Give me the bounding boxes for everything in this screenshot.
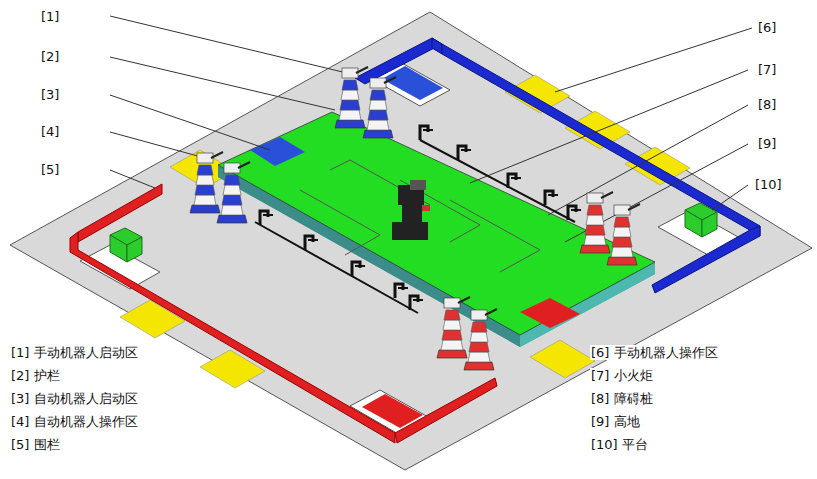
torch bbox=[217, 162, 250, 223]
callout-number: [4] bbox=[40, 124, 60, 139]
key-entry: [7] 小火炬 bbox=[590, 368, 654, 383]
key-entry: [4] 自动机器人操作区 bbox=[10, 414, 139, 429]
key-entry: [9] 高地 bbox=[590, 414, 641, 429]
obstacle-post bbox=[395, 284, 408, 298]
key-entry: [6] 手动机器人操作区 bbox=[590, 345, 719, 360]
torch bbox=[363, 77, 396, 138]
torch bbox=[580, 192, 613, 253]
obstacle-post bbox=[410, 296, 423, 310]
obstacle-post bbox=[508, 174, 521, 188]
callout-number: [5] bbox=[40, 162, 60, 177]
key-entry: [10] 平台 bbox=[590, 437, 649, 452]
obstacle-post bbox=[568, 206, 581, 220]
key-entry: [2] 护栏 bbox=[10, 368, 61, 383]
torch bbox=[190, 152, 223, 213]
obstacle-post bbox=[458, 146, 471, 160]
key-entry: [3] 自动机器人启动区 bbox=[10, 391, 139, 406]
key-entry: [1] 手动机器人启动区 bbox=[10, 345, 139, 360]
callout-number: [9] bbox=[757, 136, 777, 151]
callout-number: [6] bbox=[757, 20, 777, 35]
obstacle-post bbox=[545, 191, 558, 205]
torch bbox=[335, 67, 368, 128]
obstacle-post bbox=[420, 126, 433, 140]
torch bbox=[437, 297, 470, 358]
callout-number: [7] bbox=[757, 62, 777, 77]
key-entry: [5] 围栏 bbox=[10, 437, 61, 452]
obstacle-post bbox=[260, 211, 273, 225]
obstacle-post bbox=[305, 236, 318, 250]
torch bbox=[607, 204, 640, 265]
callout-number: [8] bbox=[757, 97, 777, 112]
callout-number: [3] bbox=[40, 87, 60, 102]
callout-number: [2] bbox=[40, 49, 60, 64]
key-entry: [8] 障碍桩 bbox=[590, 391, 654, 406]
callout-number: [1] bbox=[40, 9, 60, 24]
torch bbox=[464, 309, 497, 370]
obstacle-post bbox=[352, 262, 365, 276]
callout-number: [10] bbox=[754, 177, 783, 192]
